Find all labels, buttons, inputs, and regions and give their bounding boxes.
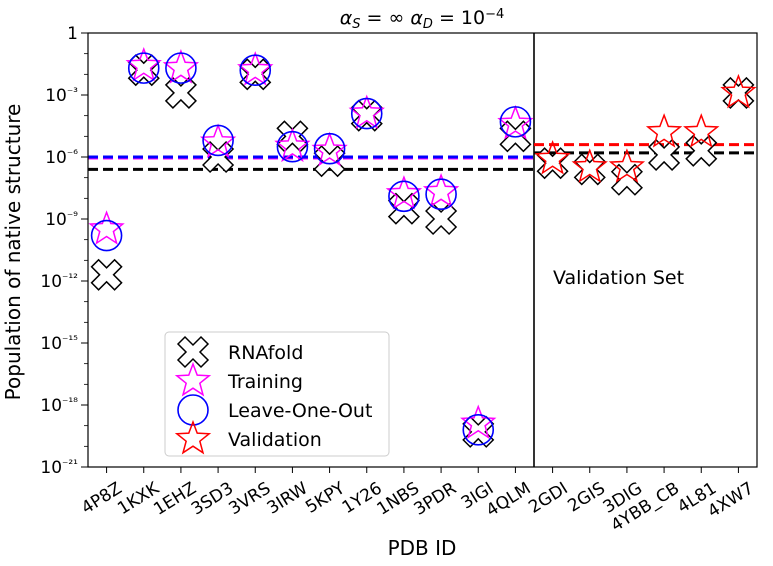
validation-set-annotation: Validation Set: [553, 267, 684, 289]
axes-frame: [87, 32, 758, 468]
title-part: D: [423, 17, 433, 32]
y-tick-exponent: ⁻³: [67, 85, 78, 99]
y-tick-label: 1: [67, 24, 78, 44]
data-point-training: [274, 127, 311, 163]
title-part: α: [340, 7, 353, 29]
data-point-training: [311, 131, 348, 167]
y-tick-base: 10: [40, 272, 62, 292]
data-point-rnafold: [425, 202, 458, 236]
data-point-leave-one-out: [499, 106, 532, 138]
legend-label: Training: [227, 371, 303, 393]
y-tick-label: 10⁻¹⁵: [40, 333, 78, 354]
data-point-training: [237, 51, 274, 86]
data-point-rnafold: [648, 138, 681, 171]
data-point-validation: [608, 148, 646, 183]
data-point-validation: [534, 139, 571, 175]
y-tick-exponent: ⁻¹²: [62, 271, 78, 285]
data-point-rnafold: [722, 76, 755, 109]
title-part: α: [410, 7, 423, 29]
data-point-validation: [571, 148, 608, 183]
legend-label: Validation: [228, 429, 322, 451]
y-tick-base: 10: [40, 396, 62, 416]
y-tick-base: 10: [45, 210, 67, 230]
data-point-training: [497, 104, 534, 140]
x-tick-label: 2GDI: [525, 478, 571, 517]
y-tick-exponent: ⁻¹⁵: [62, 333, 78, 347]
data-point-leave-one-out: [425, 178, 457, 210]
data-point-rnafold: [350, 99, 383, 132]
data-point-training: [460, 404, 497, 440]
data-point-leave-one-out: [202, 124, 234, 157]
data-point-validation: [645, 113, 683, 148]
data-point-leave-one-out: [165, 52, 197, 84]
data-point-validation: [683, 113, 720, 148]
data-point-rnafold: [462, 415, 495, 448]
y-tick-label: 10⁻³: [45, 85, 78, 106]
title-part: −4: [485, 7, 504, 22]
data-point-rnafold: [90, 258, 123, 291]
title-part: S: [352, 17, 360, 32]
x-axis-label: PDB ID: [388, 536, 457, 560]
data-point-leave-one-out: [127, 52, 160, 84]
data-point-leave-one-out: [388, 180, 420, 213]
data-point-training: [162, 49, 200, 84]
legend-box: [164, 331, 390, 457]
y-tick-base: 10: [40, 334, 62, 354]
x-tick-label: 3PDR: [410, 478, 460, 519]
data-point-training: [88, 210, 125, 245]
legend-label: Leave-One-Out: [228, 400, 372, 422]
y-tick-label: 10⁻¹²: [40, 271, 78, 292]
y-tick-exponent: ⁻²¹: [62, 457, 78, 471]
data-point-leave-one-out: [90, 219, 123, 252]
title-part: = 10: [433, 7, 485, 29]
y-tick-label: 10⁻²¹: [40, 457, 78, 478]
y-tick-base: 10: [45, 148, 67, 168]
y-tick-base: 10: [40, 458, 62, 478]
y-tick-label: 10⁻⁶: [45, 147, 78, 168]
data-point-rnafold: [685, 134, 718, 167]
y-tick-label: 10⁻⁹: [45, 209, 78, 230]
legend-marker-validation: [174, 419, 212, 455]
data-point-rnafold: [573, 153, 606, 186]
title-part: = ∞: [361, 7, 411, 29]
y-tick-exponent: ⁻⁹: [67, 209, 78, 223]
legend-marker-rnafold: [176, 335, 210, 369]
data-point-leave-one-out: [350, 97, 383, 130]
data-point-rnafold: [610, 163, 643, 196]
data-point-validation: [720, 73, 757, 109]
legend-marker-training: [174, 361, 212, 397]
legend-marker-leave-one-out: [177, 394, 209, 426]
data-point-training: [348, 94, 385, 130]
y-tick-exponent: ⁻¹⁸: [62, 395, 78, 409]
legend-label: RNAfold: [228, 342, 303, 364]
data-point-leave-one-out: [276, 130, 309, 163]
y-axis-label: Population of native structure: [1, 104, 25, 401]
data-point-rnafold: [164, 76, 197, 109]
data-point-leave-one-out: [313, 132, 346, 165]
y-tick-label: 10⁻¹⁸: [40, 395, 78, 416]
x-tick-label: 2GIS: [564, 478, 608, 516]
chart-title: αS = ∞ αD = 10−4: [340, 7, 505, 32]
x-tick-label: 5KPY: [302, 478, 349, 518]
data-point-leave-one-out: [239, 54, 272, 86]
y-tick-base: 10: [45, 86, 67, 106]
y-tick-exponent: ⁻⁶: [67, 147, 78, 161]
data-point-leave-one-out: [462, 413, 495, 446]
data-point-training: [199, 123, 237, 159]
